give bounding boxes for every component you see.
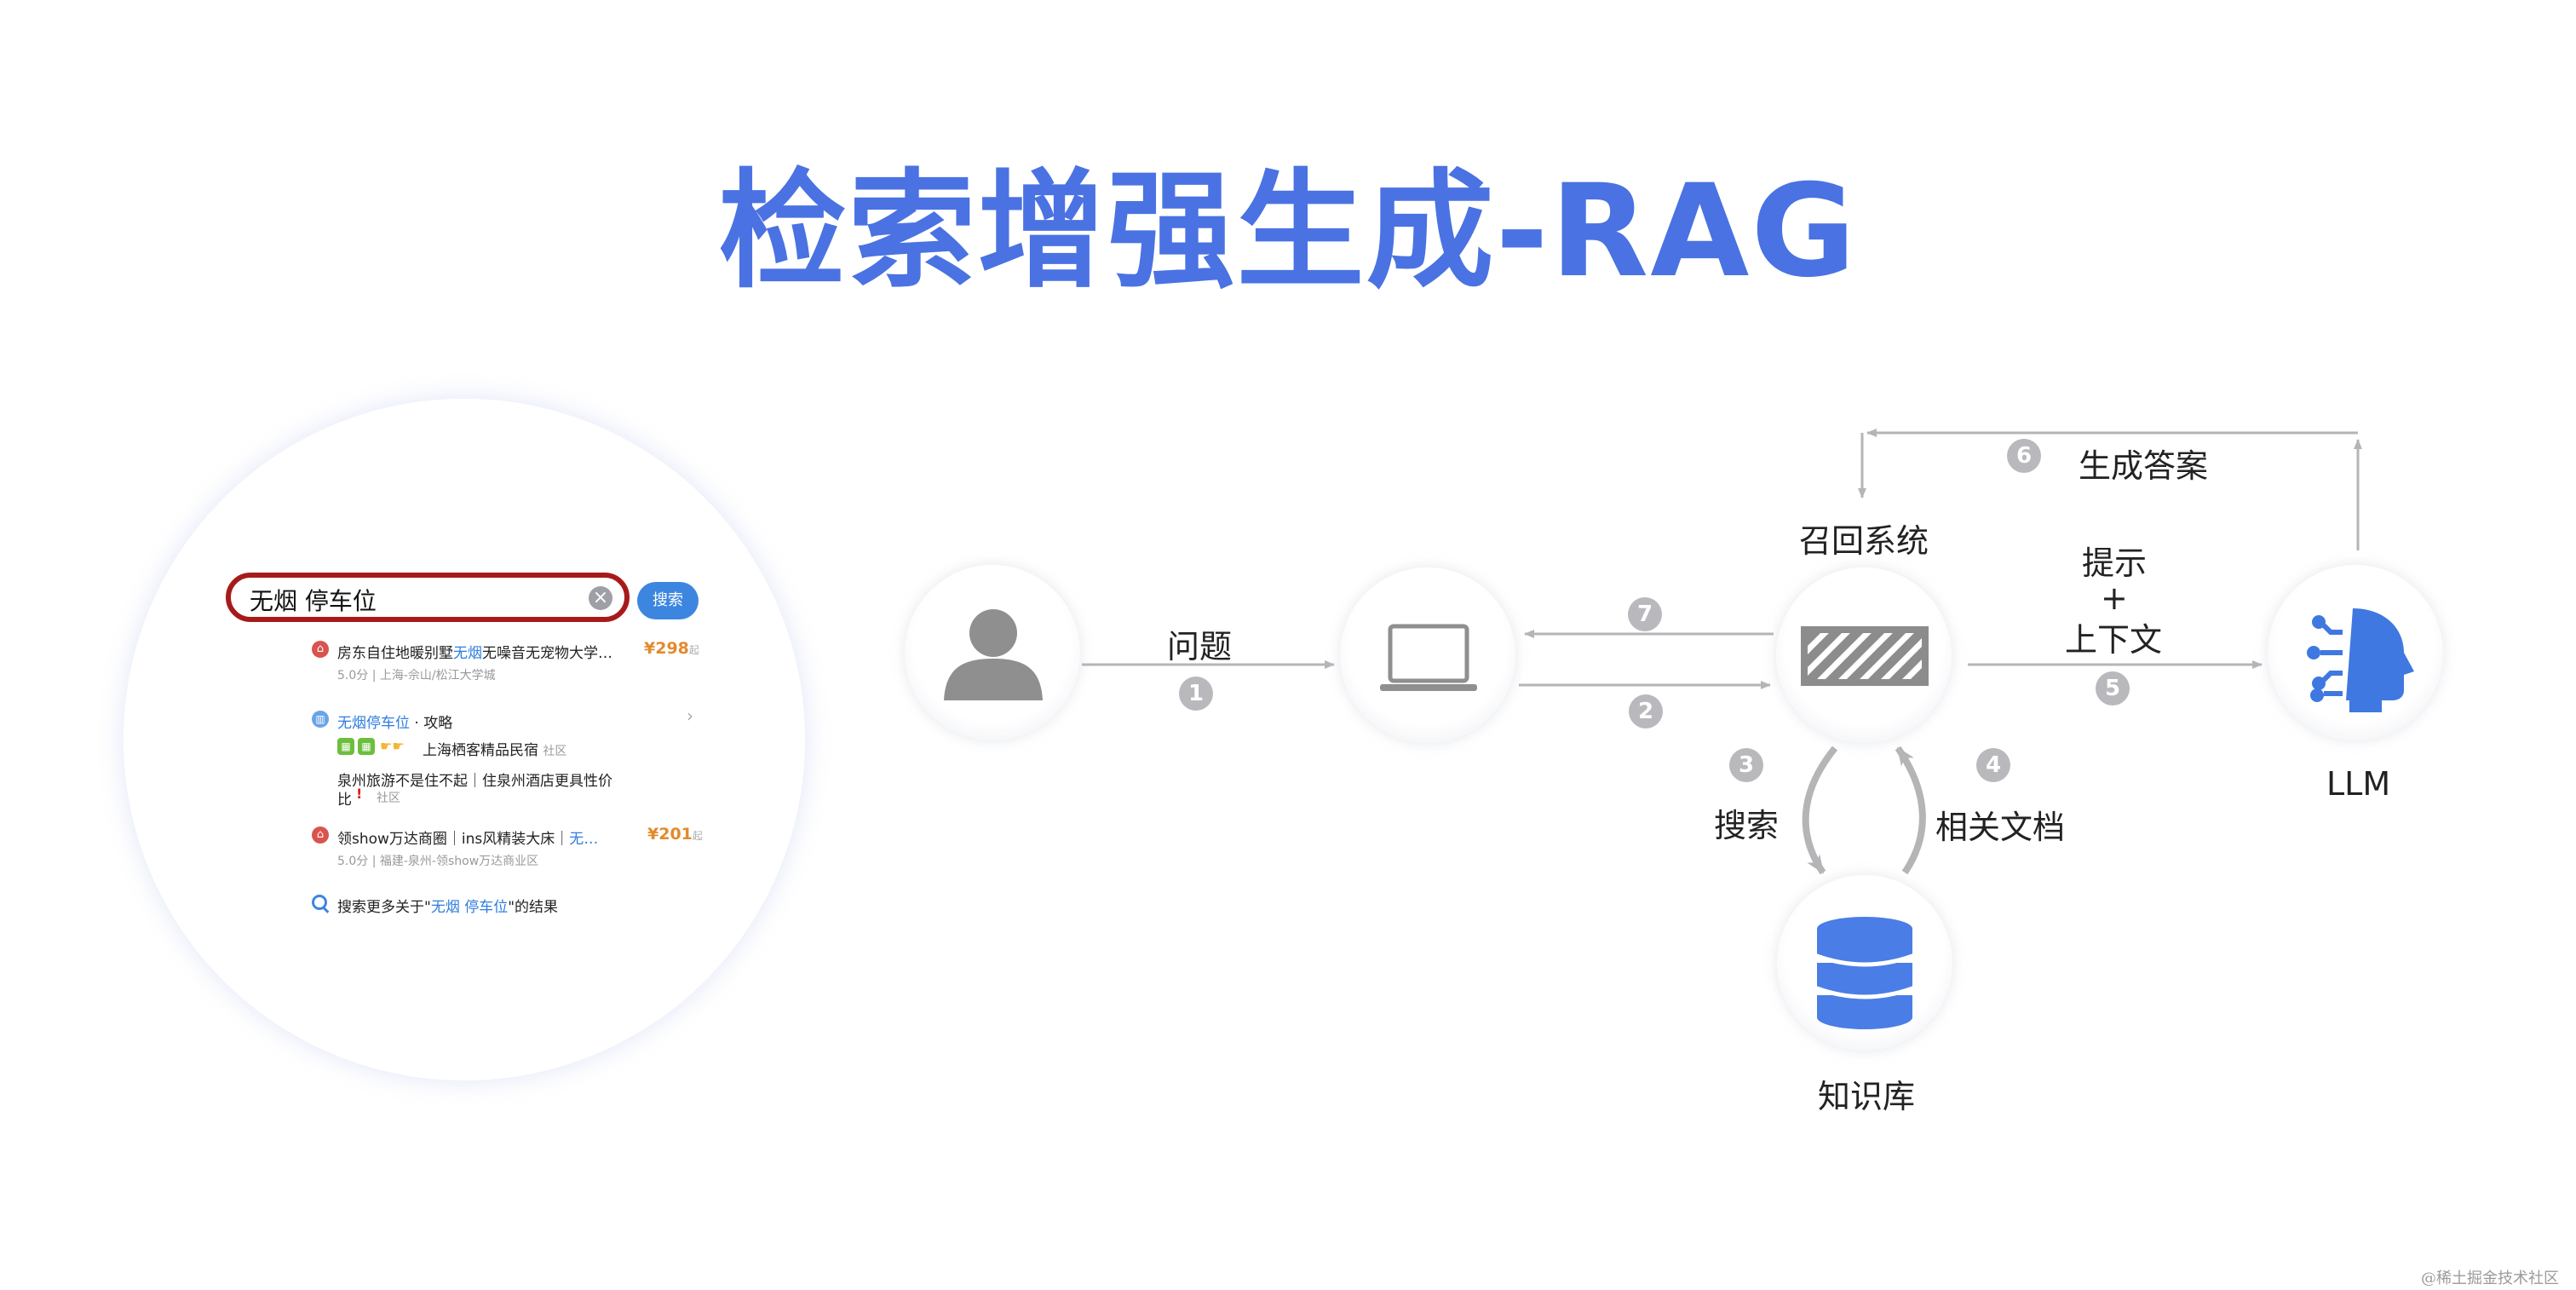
search-label: 搜索 — [1714, 807, 1780, 844]
step-badge-3: 3 — [1729, 748, 1763, 782]
generate-answer-label: 生成答案 — [2079, 447, 2209, 485]
tag-icon: ▦ — [358, 738, 375, 755]
retrieval-system-label: 召回系统 — [1799, 522, 1929, 560]
pointing-hand-icon: ☛☛ — [380, 738, 405, 754]
ai-head-icon — [2307, 608, 2414, 712]
result-title-1[interactable]: 房东自住地暖别墅无烟无噪音无宠物大学… — [337, 645, 612, 662]
result-title-2[interactable]: 无烟停车位 · 攻略 — [337, 715, 453, 732]
step-badge-7: 7 — [1628, 597, 1662, 631]
context-label: 上下文 — [2065, 621, 2163, 659]
exclamation-icon: ! — [356, 786, 363, 802]
clear-icon[interactable]: × — [589, 586, 612, 610]
user-icon — [944, 609, 1043, 700]
result-line-2a: 上海栖客精品民宿 社区 — [423, 742, 567, 759]
house-icon: ⌂ — [312, 641, 329, 658]
search-screenshot-magnifier — [124, 399, 805, 1080]
result-meta-1: 5.0分 | 上海-佘山/松江大学城 — [337, 669, 496, 682]
result-line-2c: 比 — [337, 792, 352, 809]
llm-label: LLM — [2326, 765, 2391, 803]
guide-icon: ▥ — [312, 711, 329, 728]
result-price-1: ¥298起 — [644, 639, 699, 658]
step-badge-5: 5 — [2096, 671, 2130, 705]
page-title: 检索增强生成-RAG — [718, 158, 1858, 306]
knowledge-base-label: 知识库 — [1818, 1078, 1916, 1115]
database-icon — [1816, 917, 1913, 1029]
house-icon: ⌂ — [312, 826, 329, 844]
chevron-right-icon[interactable]: › — [687, 705, 693, 726]
result-meta-3: 5.0分 | 福建-泉州-领show万达商业区 — [337, 855, 539, 868]
step-badge-1: 1 — [1179, 677, 1213, 711]
retrieval-system-icon — [1801, 626, 1929, 686]
result-title-3[interactable]: 领show万达商圈｜ins风精装大床｜无… — [337, 831, 599, 848]
result-tag-2c: 社区 — [377, 792, 400, 805]
search-button[interactable]: 搜索 — [637, 582, 699, 619]
prompt-label: 提示 — [2082, 544, 2148, 582]
search-input-value: 无烟 停车位 — [250, 587, 377, 615]
result-price-3: ¥201起 — [647, 825, 703, 844]
search-icon — [312, 895, 327, 910]
plus-label: + — [2101, 579, 2128, 617]
app-node — [1340, 567, 1515, 743]
search-more-link[interactable]: 搜索更多关于"无烟 停车位"的结果 — [337, 899, 559, 916]
step-badge-4: 4 — [1976, 748, 2010, 782]
question-label: 问题 — [1167, 628, 1233, 665]
step-badge-6: 6 — [2007, 439, 2041, 473]
result-line-2b: 泉州旅游不是住不起｜住泉州酒店更具性价 — [337, 773, 612, 790]
related-docs-label: 相关文档 — [1935, 809, 2066, 846]
watermark: @稀土掘金技术社区 — [2421, 1270, 2559, 1287]
laptop-icon — [1380, 624, 1477, 691]
tag-icon: ▦ — [337, 738, 354, 755]
search-input[interactable]: 无烟 停车位 × — [226, 573, 630, 622]
step-badge-2: 2 — [1629, 694, 1663, 729]
